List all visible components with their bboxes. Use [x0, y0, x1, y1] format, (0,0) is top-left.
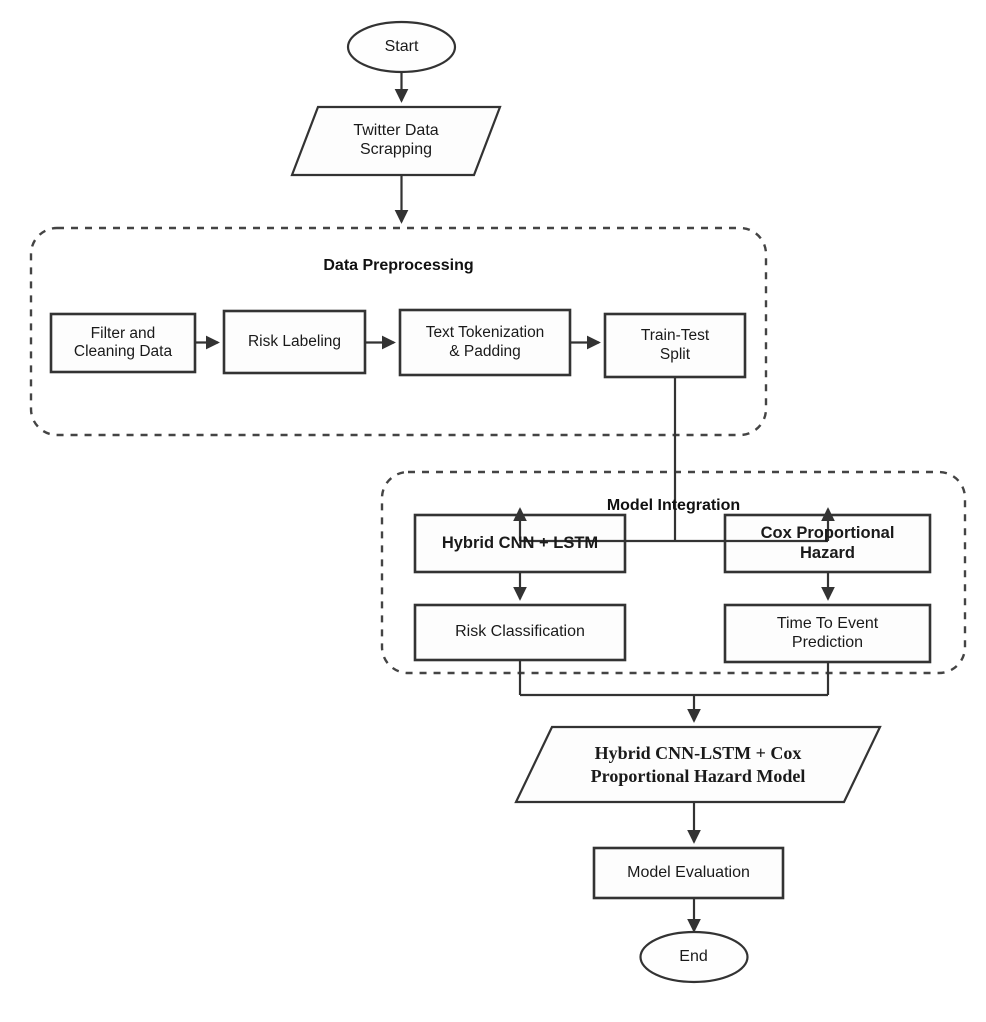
node-twitter-scraping-shape [290, 105, 502, 177]
node-combined-model-shape [514, 725, 882, 804]
node-end-shape [639, 930, 749, 984]
node-time-to-event-shape [723, 603, 932, 664]
node-risk-classification-shape [413, 603, 627, 662]
node-tokenization-shape [398, 308, 572, 377]
node-risk-labeling-shape [222, 309, 367, 375]
node-model-evaluation-shape [592, 846, 785, 900]
node-start-shape [346, 20, 457, 74]
group-title-data-preprocessing: Data Preprocessing [323, 257, 474, 274]
group-data-preprocessing-border [29, 226, 768, 437]
group-title-model-integration: Model Integration [606, 497, 741, 514]
node-filter-clean-shape [49, 312, 197, 374]
node-train-test-split-shape [603, 312, 747, 379]
